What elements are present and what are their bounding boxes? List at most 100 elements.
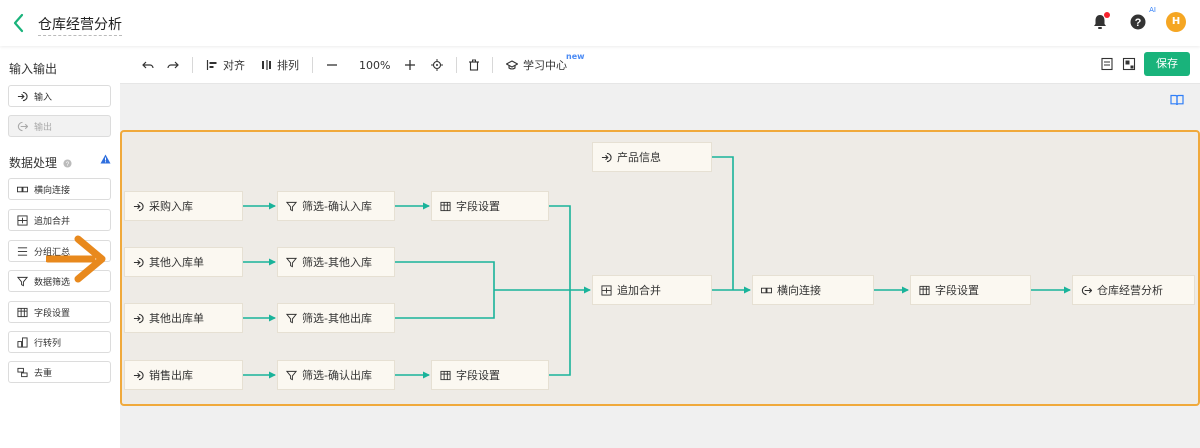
node-output-analysis[interactable]: 仓库经营分析 [1072,275,1195,305]
trash-icon [469,59,479,71]
avatar[interactable]: H [1166,12,1186,32]
node-label: 其他入库单 [149,256,204,269]
info-icon[interactable]: ? [63,159,72,168]
node-other-in[interactable]: 其他入库单 [124,247,243,277]
filter-icon [286,370,297,380]
pivot-icon [17,336,28,348]
fit-center-button[interactable] [431,56,443,74]
undo-icon [142,61,154,69]
node-label: 产品信息 [617,151,661,164]
join-icon [761,287,772,293]
node-label: 横向连接 [777,284,821,297]
input-icon [133,201,144,211]
proc-section-title: 数据处理 ? [9,154,72,171]
filter-icon [17,276,28,286]
sidebar-item-append[interactable]: 追加合并 [8,209,111,231]
node-label: 筛选-其他入库 [302,256,372,269]
minus-icon [327,64,337,66]
svg-text:?: ? [66,161,70,168]
sidebar-item-output[interactable]: 输出 [8,115,111,137]
delete-button[interactable] [468,56,480,74]
input-icon [601,152,612,162]
learning-center-button[interactable]: 学习中心 [506,56,567,74]
learning-center-label: 学习中心 [523,59,567,72]
sidebar-item-label: 行转列 [34,338,62,349]
flow-canvas[interactable]: 采购入库 其他入库单 其他出库单 销售出库 筛选-确认入库 筛选-其他入库 筛选… [120,130,1200,406]
io-section-title: 输入输出 [9,62,58,76]
sidebar-item-fields[interactable]: 字段设置 [8,301,111,323]
undo-button[interactable] [142,56,154,74]
dedup-icon [17,367,28,377]
node-label: 追加合并 [617,284,661,297]
flow-connections [243,156,1071,379]
page-title[interactable]: 仓库经营分析 [38,14,122,36]
link-n3-merge [549,205,571,290]
node-fields-1[interactable]: 字段设置 [431,191,549,221]
node-label: 字段设置 [456,200,500,213]
zoom-out-button[interactable] [326,56,338,74]
node-append[interactable]: 追加合并 [592,275,712,305]
new-tag: new [566,52,585,61]
back-chevron-icon[interactable] [10,12,28,34]
sidebar-item-label: 分组汇总 [34,247,71,258]
sidebar-item-input[interactable]: 输入 [8,85,111,107]
help-icon[interactable]: ? AI [1128,6,1156,32]
node-filter-other-out[interactable]: 筛选-其他出库 [277,303,395,333]
node-join[interactable]: 横向连接 [752,275,874,305]
node-filter-confirm-in[interactable]: 筛选-确认入库 [277,191,395,221]
arrange-label: 排列 [277,59,299,72]
node-filter-confirm-out[interactable]: 筛选-确认出库 [277,360,395,390]
sidebar-item-label: 输入 [34,92,53,103]
table-icon [440,370,451,380]
warning-icon[interactable] [100,154,111,164]
node-label: 筛选-确认出库 [302,369,372,382]
preview-icon[interactable] [1122,57,1136,71]
zoom-in-button[interactable] [404,56,416,74]
guide-book-icon[interactable] [1170,94,1184,106]
notification-dot [1104,12,1110,18]
group-icon [17,246,28,256]
redo-button[interactable] [167,56,179,74]
redo-icon [167,61,179,69]
bell-icon[interactable] [1090,12,1110,32]
graduation-cap-icon [506,60,518,70]
save-button[interactable]: 保存 [1144,52,1190,76]
arrange-button[interactable]: 排列 [260,56,299,74]
node-product-info[interactable]: 产品信息 [592,142,712,172]
append-icon [601,284,612,296]
sidebar-item-dedup[interactable]: 去重 [8,361,111,383]
table-icon [919,285,930,295]
notes-icon[interactable] [1100,57,1114,71]
node-sales-out[interactable]: 销售出库 [124,360,243,390]
node-fields-3[interactable]: 字段设置 [910,275,1031,305]
align-icon [206,60,217,70]
align-label: 对齐 [223,59,245,72]
append-icon [17,214,28,226]
sidebar-item-label: 横向连接 [34,185,71,196]
node-purchase-in[interactable]: 采购入库 [124,191,243,221]
input-icon [133,313,144,323]
align-button[interactable]: 对齐 [206,56,245,74]
filter-icon [286,313,297,323]
node-label: 筛选-其他出库 [302,312,372,325]
node-fields-2[interactable]: 字段设置 [431,360,549,390]
input-icon [133,257,144,267]
output-icon [1081,285,1092,295]
sidebar-item-pivot[interactable]: 行转列 [8,331,111,353]
filter-icon [286,201,297,211]
filter-icon [286,257,297,267]
node-other-out[interactable]: 其他出库单 [124,303,243,333]
proc-section-label: 数据处理 [9,156,58,170]
svg-text:?: ? [1135,17,1142,29]
toolbar: 对齐 排列 100% 学习中心 new 保存 [120,46,1200,84]
node-filter-other-in[interactable]: 筛选-其他入库 [277,247,395,277]
drag-hint-arrow-icon [46,235,106,283]
sidebar-item-join[interactable]: 横向连接 [8,178,111,200]
output-icon [17,121,28,131]
sidebar-item-label: 字段设置 [34,308,71,319]
arrange-icon [262,60,271,70]
sidebar-item-label: 输出 [34,122,53,133]
plus-icon [405,60,415,70]
link-n10-merge [549,290,571,376]
sidebar-item-label: 去重 [34,368,53,379]
